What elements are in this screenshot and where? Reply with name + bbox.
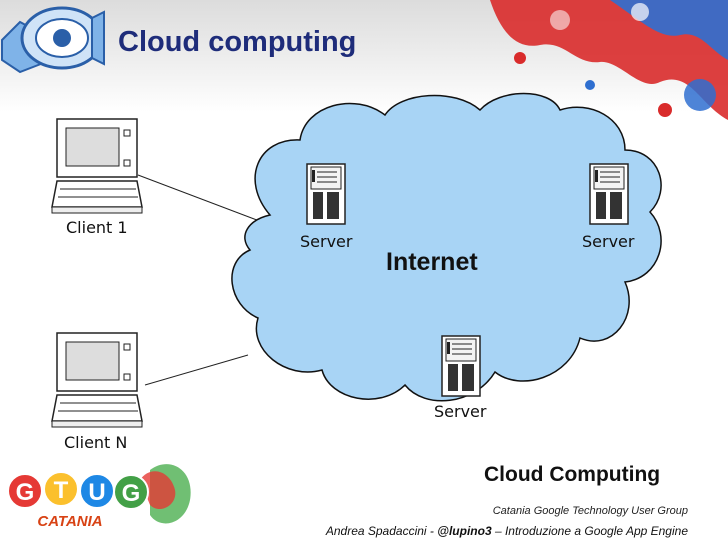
client-1-computer-icon	[51, 118, 143, 214]
connector-line-client-1	[137, 174, 263, 223]
gtug-logo: G T U G CATANIA	[7, 464, 191, 530]
server-right-label: Server	[582, 232, 635, 251]
footer-separator-1: -	[426, 524, 438, 538]
server-bottom-icon	[441, 335, 481, 397]
footer-author-name: Andrea Spadaccini	[325, 524, 427, 538]
server-left-icon	[306, 163, 346, 225]
client-1-label: Client 1	[66, 218, 128, 237]
footer-talk-title: Introduzione a Google App Engine	[504, 524, 688, 538]
footer-separator-2: –	[491, 524, 505, 538]
connector-line-client-n	[144, 354, 249, 386]
client-n-computer-icon	[51, 332, 143, 428]
app-engine-logo	[0, 6, 105, 74]
gtug-letter-g2: G	[122, 480, 141, 507]
footer-author-line: Andrea Spadaccini - @lupino3 – Introduzi…	[326, 524, 688, 538]
server-bottom-label: Server	[434, 402, 487, 421]
paint-splatter-decoration	[490, 0, 728, 120]
footer-group-name: Catania Google Technology User Group	[492, 505, 688, 517]
client-n-label: Client N	[64, 433, 128, 452]
gtug-city-text: CATANIA	[37, 513, 102, 530]
gtug-letter-u: U	[88, 479, 105, 506]
slide-title: Cloud computing	[118, 26, 357, 58]
server-right-icon	[589, 163, 629, 225]
gtug-letter-g: G	[16, 479, 35, 506]
internet-label: Internet	[386, 248, 478, 276]
footer-heading: Cloud Computing	[484, 463, 661, 486]
server-left-label: Server	[300, 232, 353, 251]
footer-handle: @lupino3	[437, 524, 492, 538]
gtug-letter-t: T	[54, 477, 69, 504]
